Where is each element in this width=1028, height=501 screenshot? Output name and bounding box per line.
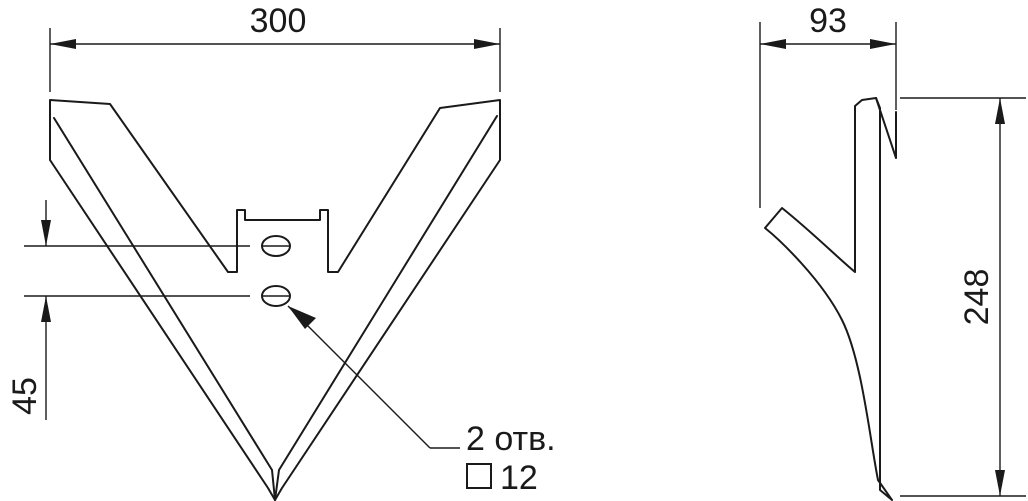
hole-note-count: 2 отв. [466, 420, 556, 458]
side-profile [764, 97, 893, 501]
side-profile-edge [875, 97, 897, 159]
hole-note-size: 12 [500, 459, 538, 497]
arrowhead-down [41, 220, 51, 246]
arrowhead-right [474, 39, 500, 49]
depth-dim-label: 93 [809, 2, 847, 40]
arrowhead-left [50, 39, 76, 49]
hole-leader [287, 305, 460, 449]
height-dim-label: 248 [958, 269, 996, 326]
width-dim-label: 300 [250, 2, 307, 40]
arrowhead-right [870, 39, 896, 49]
arrowhead-left [760, 39, 786, 49]
hole-spacing-dimension: 45 [6, 200, 250, 420]
height-dimension: 248 [900, 97, 1026, 497]
square-hole-symbol [466, 463, 492, 489]
front-view: 300 45 2 отв. 12 [6, 2, 556, 501]
blade-edge-left [53, 117, 276, 501]
arrowhead-down [995, 470, 1005, 496]
blade-edge-right [274, 115, 498, 501]
arrowhead-up [41, 296, 51, 322]
side-view: 93 248 [759, 2, 1026, 501]
leader-arrowhead [288, 306, 316, 329]
width-dimension: 300 [49, 2, 501, 92]
arrowhead-up [995, 98, 1005, 124]
depth-dimension: 93 [759, 2, 897, 208]
blade-outline [49, 99, 501, 501]
hole-spacing-dim-label: 45 [6, 377, 44, 415]
